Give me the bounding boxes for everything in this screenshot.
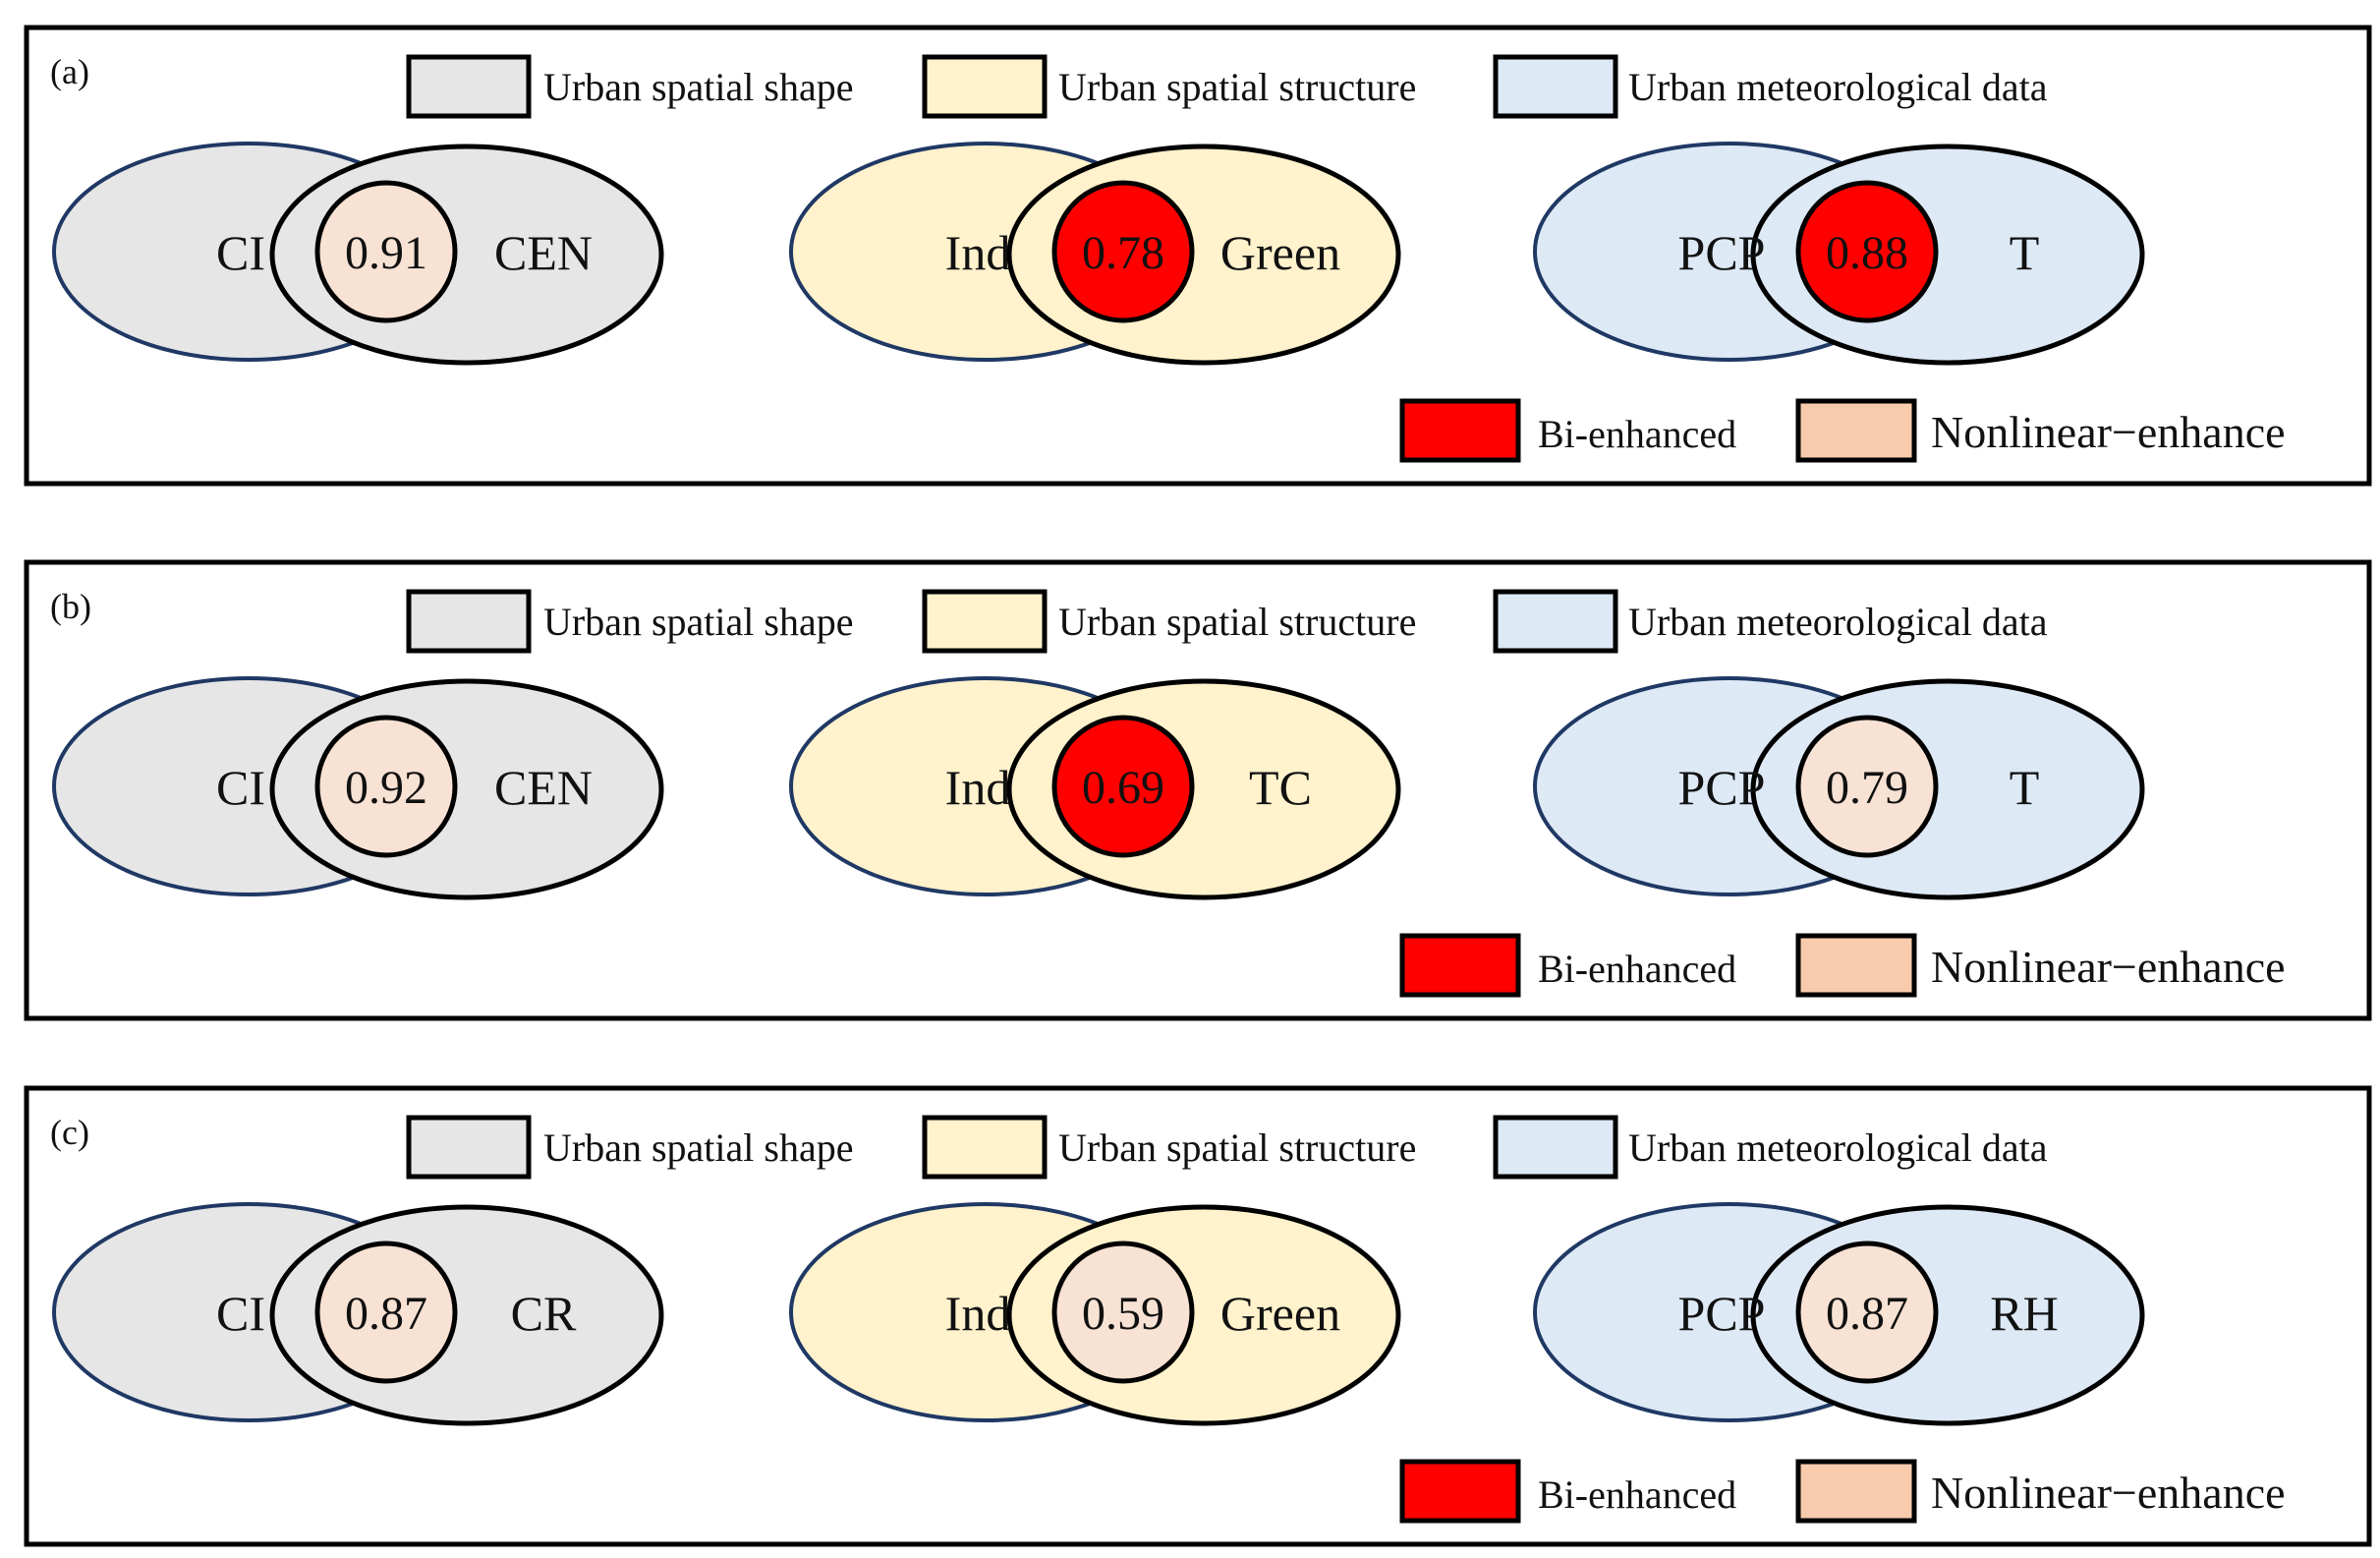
legend-swatch-nonlinear-enhance [1795,933,1917,998]
legend-swatch-shape [406,1115,532,1180]
variable-label-right: Green [1220,1286,1340,1341]
legend-swatch-meteo [1493,54,1618,119]
interaction-value: 0.91 [345,227,427,279]
panel-label: (b) [50,587,91,626]
legend-swatch-bi-enhanced [1399,1459,1521,1524]
legend-swatch-shape [406,589,532,654]
interaction-value: 0.92 [345,762,427,814]
panel-b: (b) Urban spatial shape Urban spatial stru… [24,559,2372,1021]
legend-label-bi-enhanced: Bi-enhanced [1538,412,1736,456]
legend-label-nonlinear-enhance: Nonlinear−enhance [1931,942,2286,992]
variable-label-left: CI [216,1286,265,1341]
legend-swatch-structure [922,1115,1048,1180]
legend-label-structure: Urban spatial structure [1058,65,1416,109]
interaction-circle-nonlinear-enhance [1795,715,1939,858]
interaction-circle-bi-enhanced [1795,180,1939,323]
variable-label-left: PCP [1678,760,1766,815]
interaction-circle-nonlinear-enhance [314,715,458,858]
variable-label-right: Green [1220,225,1340,280]
panel-c: (c) Urban spatial shape Urban spatial stru… [24,1085,2372,1547]
venn-pcp-t: PCP T 0.79 [1533,676,2145,900]
variable-label-right: TC [1249,760,1312,815]
interaction-value: 0.88 [1826,227,1908,279]
interaction-circle-bi-enhanced [1051,715,1195,858]
venn-ind-green: Ind Green 0.59 [789,1202,1401,1426]
venn-pcp-rh: PCP RH 0.87 [1533,1202,2145,1426]
variable-label-right: T [2010,225,2040,280]
legend-swatch-nonlinear-enhance [1795,1459,1917,1524]
interaction-circle-bi-enhanced [1051,180,1195,323]
interaction-circle-nonlinear-enhance [1051,1241,1195,1384]
legend-label-bi-enhanced: Bi-enhanced [1538,947,1736,991]
variable-label-left: PCP [1678,1286,1766,1341]
venn-ind-green: Ind Green 0.78 [789,142,1401,366]
interaction-value: 0.87 [1826,1288,1908,1340]
interaction-value: 0.59 [1082,1288,1164,1340]
legend-label-meteo: Urban meteorological data [1628,65,2048,109]
variable-label-left: CI [216,760,265,815]
legend-swatch-bi-enhanced [1399,398,1521,463]
variable-label-right: CEN [494,760,593,815]
legend-label-shape: Urban spatial shape [543,600,853,644]
variable-label-left: PCP [1678,225,1766,280]
legend-label-bi-enhanced: Bi-enhanced [1538,1472,1736,1517]
variable-label-left: Ind [945,1286,1011,1341]
interaction-value: 0.87 [345,1288,427,1340]
legend-label-nonlinear-enhance: Nonlinear−enhance [1931,1468,2286,1518]
legend-swatch-shape [406,54,532,119]
variable-label-left: Ind [945,225,1011,280]
interaction-circle-nonlinear-enhance [314,1241,458,1384]
panel-label: (c) [50,1113,89,1152]
legend-swatch-structure [922,589,1048,654]
interaction-value: 0.78 [1082,227,1164,279]
legend-swatch-structure [922,54,1048,119]
venn-ci-cen: CI CEN 0.92 [52,676,664,900]
legend-label-structure: Urban spatial structure [1058,600,1416,644]
variable-label-left: Ind [945,760,1011,815]
panel-label: (a) [50,52,89,91]
legend-swatch-bi-enhanced [1399,933,1521,998]
legend-label-meteo: Urban meteorological data [1628,600,2048,644]
legend-swatch-nonlinear-enhance [1795,398,1917,463]
legend-label-nonlinear-enhance: Nonlinear−enhance [1931,407,2286,457]
legend-swatch-meteo [1493,589,1618,654]
legend-label-meteo: Urban meteorological data [1628,1125,2048,1170]
interaction-circle-nonlinear-enhance [1795,1241,1939,1384]
venn-ci-cr: CI CR 0.87 [52,1202,664,1426]
legend-swatch-meteo [1493,1115,1618,1180]
panel-a: (a) Urban spatial shape Urban spatial stru… [24,25,2372,487]
variable-label-left: CI [216,225,265,280]
interaction-value: 0.69 [1082,762,1164,814]
venn-ci-cen: CI CEN 0.91 [52,142,664,366]
variable-label-right: CR [511,1286,577,1341]
variable-label-right: RH [1990,1286,2058,1341]
legend-label-shape: Urban spatial shape [543,1125,853,1170]
legend-label-shape: Urban spatial shape [543,65,853,109]
variable-label-right: T [2010,760,2040,815]
interaction-circle-nonlinear-enhance [314,180,458,323]
legend-label-structure: Urban spatial structure [1058,1125,1416,1170]
variable-label-right: CEN [494,225,593,280]
interaction-value: 0.79 [1826,762,1908,814]
venn-pcp-t: PCP T 0.88 [1533,142,2145,366]
venn-ind-tc: Ind TC 0.69 [789,676,1401,900]
